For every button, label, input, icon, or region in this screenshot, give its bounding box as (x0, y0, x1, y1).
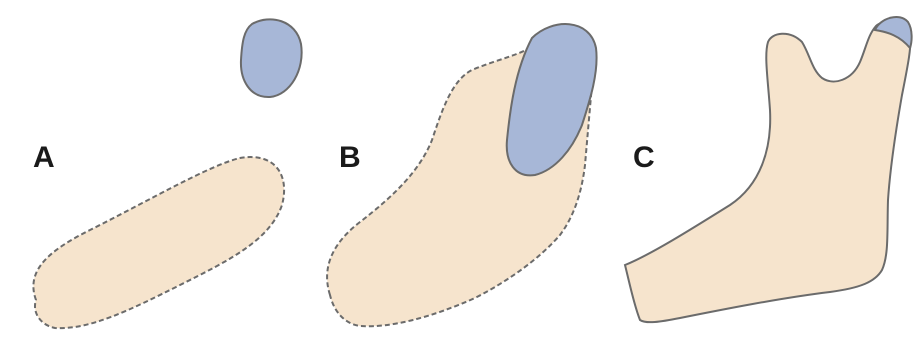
panel-b-label: B (339, 141, 361, 174)
panel-c-label: C (633, 141, 655, 174)
panel-a-label: A (33, 141, 55, 174)
